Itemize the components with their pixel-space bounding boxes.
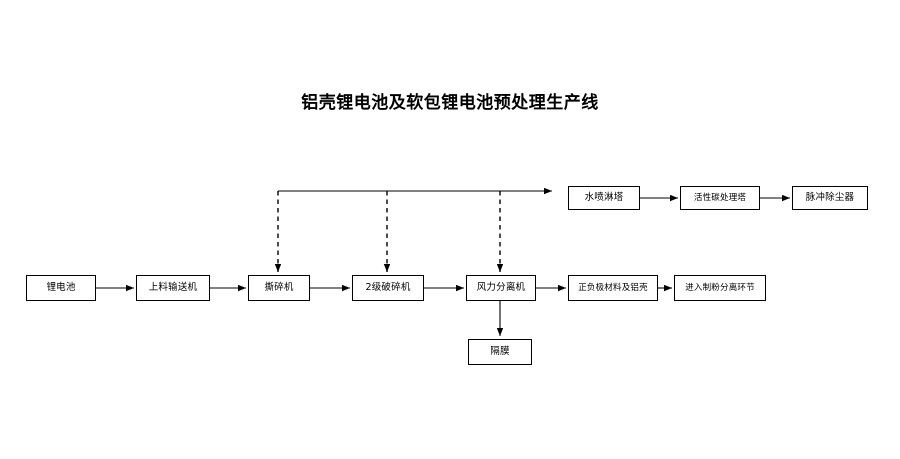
node-powder-separation-stage[interactable]: 进入制粉分离环节: [674, 275, 766, 301]
node-secondary-crusher-label: 2级破碎机: [365, 282, 411, 294]
node-electrode-materials-label: 正负极材料及铝壳: [578, 282, 648, 293]
node-separator-film[interactable]: 隔膜: [468, 339, 532, 365]
node-battery[interactable]: 锂电池: [26, 275, 96, 301]
node-powder-separation-stage-label: 进入制粉分离环节: [685, 282, 755, 293]
node-air-separator[interactable]: 风力分离机: [466, 275, 536, 301]
node-electrode-materials[interactable]: 正负极材料及铝壳: [568, 275, 658, 301]
page-title: 铝壳锂电池及软包锂电池预处理生产线: [301, 93, 599, 113]
node-separator-film-label: 隔膜: [490, 346, 510, 358]
node-activated-carbon-tower-label: 活性碳处理塔: [693, 192, 747, 203]
node-water-spray-tower-label: 水喷淋塔: [584, 192, 624, 204]
node-water-spray-tower[interactable]: 水喷淋塔: [568, 186, 640, 210]
node-shredder-label: 撕碎机: [264, 282, 294, 294]
node-feeding-conveyor[interactable]: 上料输送机: [136, 275, 210, 301]
node-pulse-dust-collector-label: 脉冲除尘器: [805, 192, 855, 204]
node-air-separator-label: 风力分离机: [476, 282, 526, 294]
node-secondary-crusher[interactable]: 2级破碎机: [352, 275, 424, 301]
node-shredder[interactable]: 撕碎机: [248, 275, 310, 301]
node-pulse-dust-collector[interactable]: 脉冲除尘器: [792, 186, 868, 210]
node-feeding-conveyor-label: 上料输送机: [148, 282, 198, 294]
node-battery-label: 锂电池: [46, 282, 76, 294]
node-activated-carbon-tower[interactable]: 活性碳处理塔: [680, 186, 760, 210]
